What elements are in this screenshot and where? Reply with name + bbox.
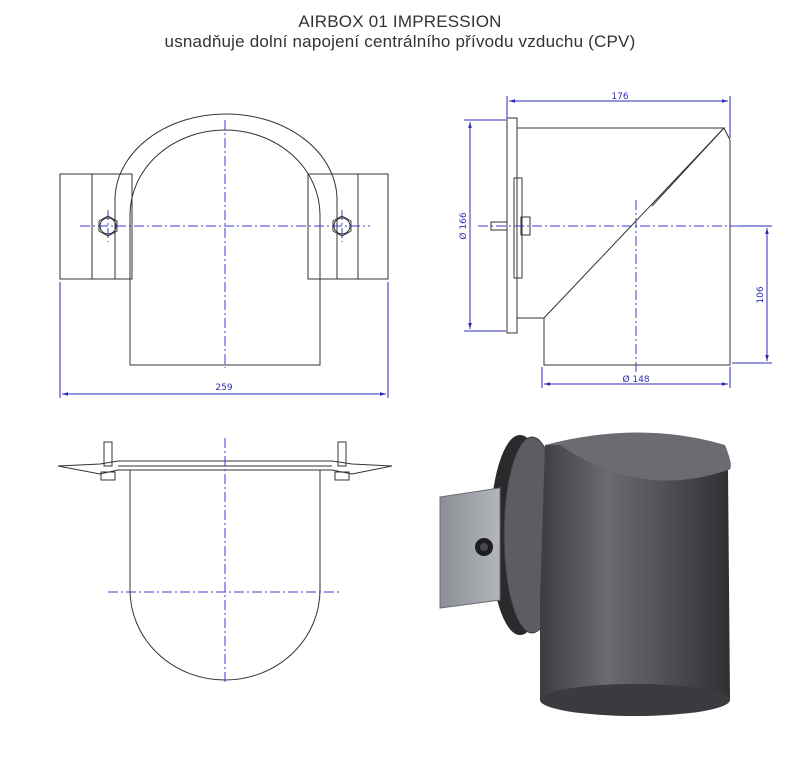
dim-pipe-diameter bbox=[541, 367, 731, 388]
side-view bbox=[464, 96, 772, 388]
product-render bbox=[439, 432, 731, 716]
dim-total-length bbox=[506, 96, 731, 138]
front-view bbox=[59, 113, 389, 398]
top-bolt-left bbox=[103, 441, 113, 467]
elbow-body bbox=[517, 127, 731, 366]
dim-overall-width bbox=[59, 282, 389, 398]
top-nut-right bbox=[334, 471, 350, 481]
front-centerlines bbox=[80, 120, 370, 368]
top-bolt-right bbox=[337, 441, 347, 467]
dim-pipe-height bbox=[732, 225, 772, 364]
top-nut-left bbox=[100, 471, 116, 481]
dim-label-total-length: 176 bbox=[611, 92, 628, 102]
side-centerlines bbox=[478, 200, 770, 372]
pipe-bottom bbox=[540, 684, 730, 716]
render-bolt-head bbox=[480, 543, 488, 551]
top-centerlines bbox=[108, 438, 340, 685]
left-tab bbox=[59, 173, 133, 280]
elbow-cap bbox=[545, 432, 731, 481]
top-view bbox=[57, 438, 393, 685]
right-tab bbox=[307, 173, 389, 280]
page-title: AIRBOX 01 IMPRESSION bbox=[298, 12, 502, 31]
page-subtitle: usnadňuje dolní napojení centrálního pří… bbox=[164, 32, 636, 51]
outer-arch bbox=[114, 113, 338, 279]
mounting-plate bbox=[439, 487, 501, 609]
title-block: AIRBOX 01 IMPRESSION usnadňuje dolní nap… bbox=[0, 12, 800, 52]
elbow-lower bbox=[540, 445, 730, 700]
pipe-body bbox=[129, 129, 321, 366]
dim-label-overall-width: 259 bbox=[215, 383, 232, 393]
dim-label-flange-diameter: Ø 166 bbox=[458, 212, 469, 239]
dim-label-pipe-height: 106 bbox=[756, 286, 766, 303]
dim-label-pipe-diameter: Ø 148 bbox=[622, 374, 649, 385]
dim-flange-diameter bbox=[464, 119, 506, 332]
mounting-bracket bbox=[513, 177, 523, 279]
